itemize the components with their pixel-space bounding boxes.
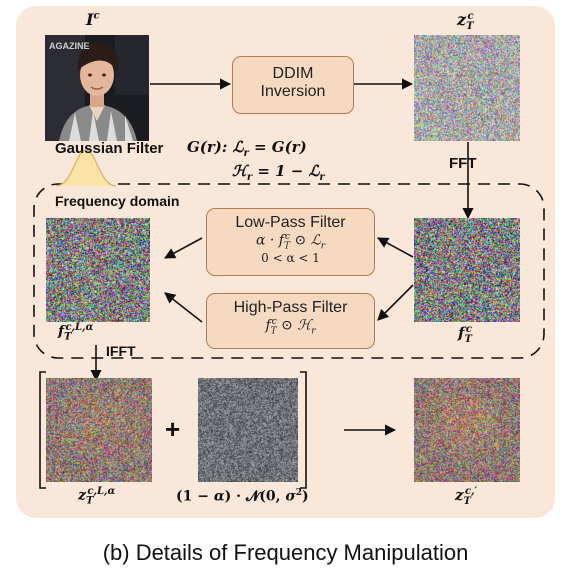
gaussian-eq1: G(r): ℒr = G(r) [187,138,307,159]
label-input-image: Ic [86,10,100,29]
svg-text:AGAZINE: AGAZINE [49,41,90,51]
gaussian-noise-image [198,378,298,482]
zT-noise-image [414,35,520,141]
gaussian-noise-canvas [198,378,298,482]
low-pass-filter-box: Low-Pass Filter α · fTc ⊙ ℒr 0 < α < 1 [206,208,375,276]
f-low-noise-image [46,218,150,322]
label-z-out: zTc,′ [455,486,478,507]
ddim-line2: Inversion [260,83,326,100]
fT-noise-image [414,218,520,322]
high-pass-eq: fTc ⊙ ℋr [265,317,316,337]
label-f-low: fTc,L,α [58,322,94,343]
gaussian-eq2: ℋr = 1 − ℒr [232,162,325,183]
plus-sign: + [165,414,181,444]
high-pass-title: High-Pass Filter [233,299,348,316]
label-z-low: zTc,L,α [78,486,116,507]
f-low-noise-canvas [46,218,150,322]
low-pass-constraint: 0 < α < 1 [261,251,320,266]
z-low-noise-image [46,378,152,482]
input-portrait-image: AGAZINE [45,35,149,141]
z-low-noise-canvas [46,378,152,482]
ifft-label: IFFT [106,343,136,359]
low-pass-eq: α · fTc ⊙ ℒr [255,232,326,252]
fft-label: FFT [449,155,477,172]
z-out-noise-canvas [414,378,520,482]
high-pass-filter-box: High-Pass Filter fTc ⊙ ℋr [206,293,375,349]
zT-noise-canvas [414,35,520,141]
ddim-inversion-box: DDIM Inversion [232,56,354,114]
figure-caption: (b) Details of Frequency Manipulation [102,540,469,565]
low-pass-title: Low-Pass Filter [235,214,346,231]
ddim-line1: DDIM [272,65,314,82]
label-noise-term: (1 − α) · 𝓝(0, σ2) [176,488,309,505]
gaussian-filter-title: Gaussian Filter [55,140,164,157]
fT-noise-canvas [414,218,520,322]
label-zT: zTc [457,10,474,33]
label-fT: fTc [458,324,472,345]
z-out-noise-image [414,378,520,482]
frequency-domain-label: Frequency domain [55,193,180,209]
